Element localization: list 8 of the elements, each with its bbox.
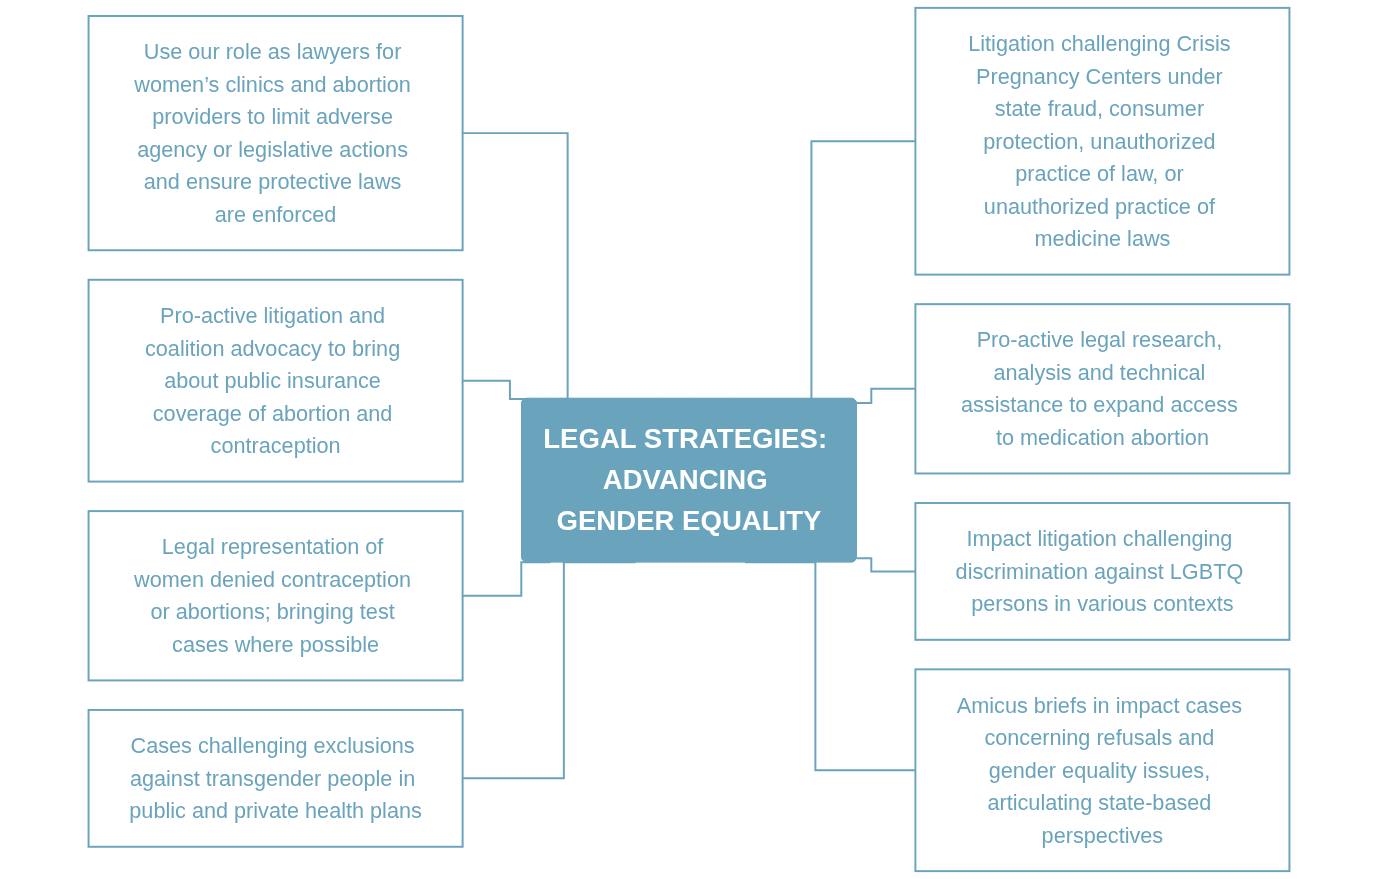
node-box: Cases challenging exclusions against transgender people in public and private health plans [87,708,464,848]
node-box: Use our role as lawyers for women’s clinics and abortion providers to limit adverse agency or legislative actions and ensure protective laws are enforced [87,15,464,252]
node-box: Pro-active litigation and coalition advocacy to bring about public insurance coverage of abortion and contraception [87,278,464,483]
node-box: Pro-active legal research, analysis and technical assistance to expand access to medication abortion [914,303,1291,475]
node-box: Legal representation of women denied contraception or abortions; bringing test cases where possible [87,510,464,682]
node-box: Amicus briefs in impact cases concerning refusals and gender equality issues, articulating state-based perspectives [914,668,1291,873]
node-box: Litigation challenging Crisis Pregnancy Centers under state fraud, consumer protection, unauthorized practice of law, or unauthorized practice of medicine laws [914,6,1291,276]
node-box: Impact litigation challenging discrimination against LGBTQ persons in various contexts [914,502,1291,641]
